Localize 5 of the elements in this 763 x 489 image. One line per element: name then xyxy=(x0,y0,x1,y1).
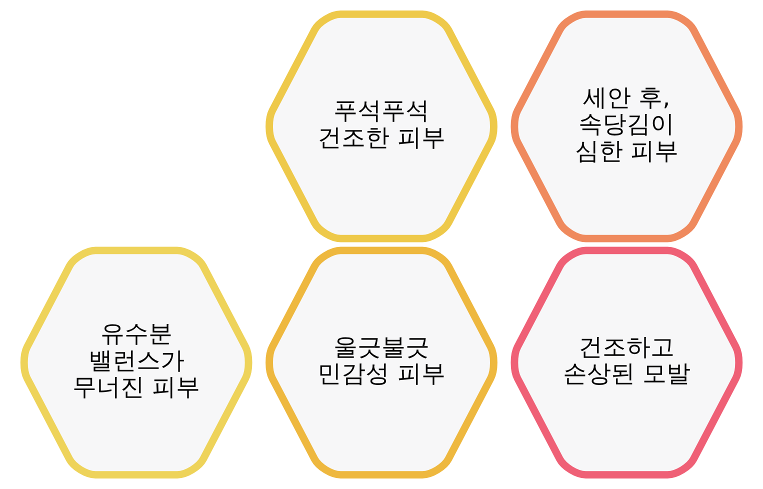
node-circle: 울긋불긋 민감성 피부 xyxy=(266,246,498,479)
node-circle: 세안 후, 속당김이 심한 피부 xyxy=(510,10,743,242)
node-circle: 유수분 밸런스가 무너진 피부 xyxy=(20,246,252,479)
node-circle: 푸석푸석 건조한 피부 xyxy=(266,10,498,242)
node-circle: 건조하고 손상된 모발 xyxy=(510,246,743,479)
